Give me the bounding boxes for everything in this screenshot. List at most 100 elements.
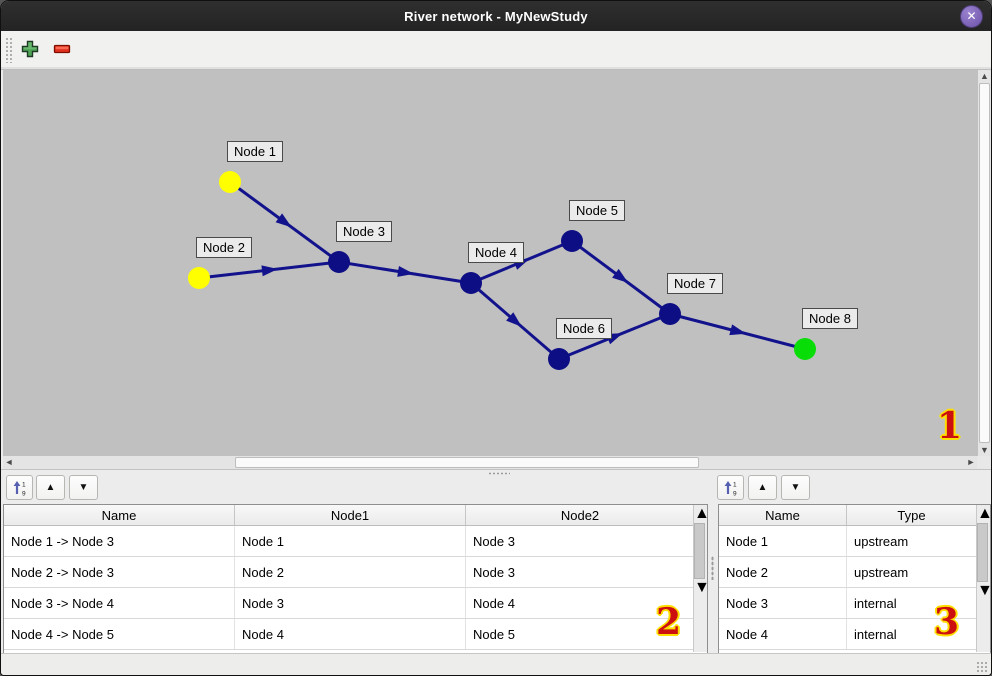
network-canvas[interactable]: Node 1 Node 2 Node 3 Node 4 Node 5 Node 6 Node… — [3, 70, 978, 456]
reach-move-up-button[interactable]: ▲ — [36, 475, 65, 500]
node-label[interactable]: Node 7 — [667, 273, 723, 294]
remove-button[interactable] — [49, 36, 75, 62]
annotation-marker-3: 3 — [934, 601, 960, 643]
node-node-8[interactable] — [794, 338, 816, 360]
node-table-scrollbar[interactable]: ▲ ▼ — [976, 505, 992, 652]
node-label[interactable]: Node 2 — [196, 237, 252, 258]
column-header[interactable]: Name — [719, 505, 847, 525]
table-cell: Node 3 -> Node 4 — [4, 588, 235, 618]
scroll-down-icon[interactable]: ▼ — [694, 579, 710, 596]
table-cell: Node 2 — [235, 557, 466, 587]
scroll-thumb[interactable] — [977, 523, 988, 582]
table-cell: Node 2 -> Node 3 — [4, 557, 235, 587]
node-node-3[interactable] — [328, 251, 350, 273]
table-cell: Node 4 — [235, 619, 466, 649]
flow-arrow-icon — [275, 213, 292, 228]
flow-arrow-icon — [506, 312, 522, 327]
table-cell: upstream — [847, 557, 977, 587]
splitter-grip-icon — [488, 472, 510, 475]
node-label[interactable]: Node 8 — [802, 308, 858, 329]
node-label[interactable]: Node 4 — [468, 242, 524, 263]
node-node-2[interactable] — [188, 267, 210, 289]
red-minus-icon — [53, 44, 71, 54]
up-triangle-icon: ▲ — [45, 482, 56, 493]
horizontal-splitter[interactable] — [1, 469, 991, 476]
node-label[interactable]: Node 6 — [556, 318, 612, 339]
svg-text:1: 1 — [733, 481, 737, 488]
toolbar-drag-handle[interactable] — [5, 37, 13, 63]
scrollbar-corner — [977, 456, 991, 469]
scroll-up-icon[interactable]: ▲ — [977, 505, 992, 522]
table-cell: Node 1 — [235, 526, 466, 556]
title-bar[interactable]: River network - MyNewStudy ✕ — [1, 1, 991, 31]
table-cell: Node 4 -> Node 5 — [4, 619, 235, 649]
svg-text:9: 9 — [22, 490, 26, 496]
window-title: River network - MyNewStudy — [404, 8, 588, 24]
canvas-horizontal-scrollbar[interactable]: ◄ ► — [3, 456, 977, 469]
svg-text:9: 9 — [733, 490, 737, 496]
add-button[interactable] — [17, 36, 43, 62]
canvas-vertical-scrollbar[interactable]: ▲ ▼ — [978, 70, 991, 456]
scroll-up-icon[interactable]: ▲ — [980, 71, 989, 81]
column-header[interactable]: Node1 — [235, 505, 466, 525]
scroll-thumb[interactable] — [694, 523, 705, 579]
down-triangle-icon: ▼ — [790, 482, 801, 493]
node-node-4[interactable] — [460, 272, 482, 294]
table-cell: upstream — [847, 526, 977, 556]
svg-text:1: 1 — [22, 481, 26, 488]
reach-sort-button[interactable]: 1 9 — [6, 475, 33, 500]
scroll-up-icon[interactable]: ▲ — [694, 505, 710, 522]
splitter-grip-icon — [711, 556, 714, 580]
flow-arrow-icon — [612, 268, 629, 283]
vertical-scroll-thumb[interactable] — [979, 83, 990, 443]
annotation-marker-1: 1 — [937, 405, 963, 447]
table-cell: Node 3 — [466, 526, 695, 556]
scroll-down-icon[interactable]: ▼ — [977, 582, 992, 599]
node-move-down-button[interactable]: ▼ — [781, 475, 810, 500]
node-label[interactable]: Node 1 — [227, 141, 283, 162]
reach-table-scrollbar[interactable]: ▲ ▼ — [693, 505, 710, 652]
status-bar — [1, 653, 991, 675]
scroll-down-icon[interactable]: ▼ — [980, 445, 989, 455]
flow-arrow-icon — [261, 265, 278, 277]
close-button[interactable]: ✕ — [960, 5, 983, 28]
flow-arrow-icon — [397, 265, 414, 277]
node-node-5[interactable] — [561, 230, 583, 252]
scroll-left-icon[interactable]: ◄ — [4, 457, 14, 467]
node-label[interactable]: Node 3 — [336, 221, 392, 242]
node-node-7[interactable] — [659, 303, 681, 325]
horizontal-scroll-thumb[interactable] — [235, 457, 699, 468]
resize-grip-icon[interactable] — [976, 661, 988, 673]
column-header[interactable]: Type — [847, 505, 977, 525]
node-node-6[interactable] — [548, 348, 570, 370]
down-triangle-icon: ▼ — [78, 482, 89, 493]
annotation-marker-2: 2 — [656, 601, 682, 643]
node-label[interactable]: Node 5 — [569, 200, 625, 221]
node-sort-button[interactable]: 1 9 — [717, 475, 744, 500]
table-cell: Node 1 — [719, 526, 847, 556]
node-node-1[interactable] — [219, 171, 241, 193]
table-cell: Node 3 — [466, 557, 695, 587]
vertical-splitter[interactable] — [708, 504, 718, 653]
main-toolbar — [1, 31, 991, 70]
up-triangle-icon: ▲ — [757, 482, 768, 493]
table-cell: Node 3 — [719, 588, 847, 618]
reach-move-down-button[interactable]: ▼ — [69, 475, 98, 500]
column-header[interactable]: Name — [4, 505, 235, 525]
column-header[interactable]: Node2 — [466, 505, 695, 525]
node-move-up-button[interactable]: ▲ — [748, 475, 777, 500]
flow-arrow-icon — [729, 324, 747, 336]
scroll-right-icon[interactable]: ► — [966, 457, 976, 467]
sort-ascending-icon: 1 9 — [724, 480, 737, 496]
